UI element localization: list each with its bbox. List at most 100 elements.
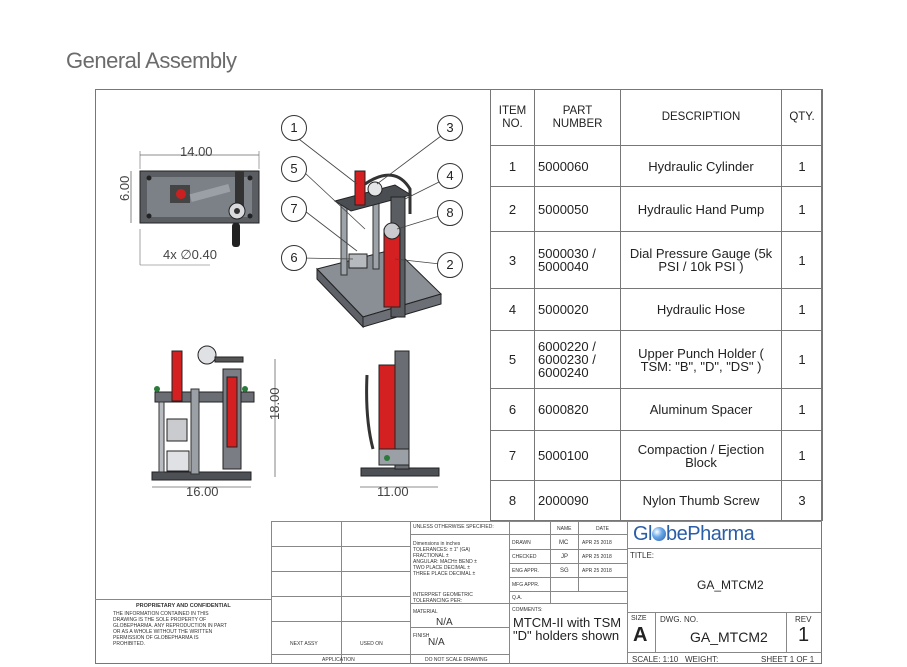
bom-header: ITEM NO. PART NUMBER DESCRIPTION QTY. [490, 89, 823, 146]
dwg-value: GA_MTCM2 [690, 629, 768, 645]
table-row: 8 2000090 Nylon Thumb Screw 3 [490, 480, 823, 521]
scale-label: SCALE: 1:10 [632, 655, 679, 664]
bom-header-item: ITEM NO. [490, 89, 535, 146]
application: APPLICATION [322, 657, 355, 663]
unless-specified: UNLESS OTHERWISE SPECIFIED: [413, 524, 494, 530]
table-row: 4 5000020 Hydraulic Hose 1 [490, 288, 823, 331]
bom-qty: 1 [781, 388, 823, 431]
dim-front-width: 16.00 [186, 484, 219, 499]
size-label: SIZE [631, 615, 647, 622]
qa-label: Q.A. [512, 595, 523, 601]
drawn-label: DRAWN [512, 540, 531, 546]
material-value: N/A [436, 617, 453, 628]
table-row: 6 6000820 Aluminum Spacer 1 [490, 388, 823, 431]
drawn-name: MC [559, 540, 569, 546]
page-title: General Assembly [66, 48, 237, 73]
title-value: GA_MTCM2 [697, 578, 764, 592]
eng-name: SG [560, 568, 569, 574]
front-view [151, 345, 276, 488]
bom-item: 5 [490, 330, 535, 389]
balloon-7: 7 [281, 196, 307, 222]
tol-line-6: THREE PLACE DECIMAL ± [413, 571, 476, 577]
bom-qty: 1 [781, 288, 823, 331]
checked-label: CHECKED [512, 554, 537, 560]
mfg-label: MFG APPR. [512, 582, 540, 588]
dim-front-height: 18.00 [267, 387, 282, 420]
bom-desc: Hydraulic Hand Pump [620, 186, 782, 232]
bom-desc: Hydraulic Hose [620, 288, 782, 331]
comment-text: MTCM-II with TSM "D" holders shown [513, 615, 622, 643]
bom-header-part: PART NUMBER [534, 89, 621, 146]
dim-side-width: 11.00 [377, 484, 409, 499]
geo-1: INTERPRET GEOMETRIC [413, 592, 473, 598]
bom-item: 2 [490, 186, 535, 232]
table-row: 5 6000220 / 6000230 / 6000240 Upper Punc… [490, 330, 823, 389]
prop-text: THE INFORMATION CONTAINED IN THIS DRAWIN… [113, 611, 227, 647]
bom-item: 7 [490, 430, 535, 481]
drawn-date: APR 25 2018 [582, 540, 612, 546]
bom-part: 6000820 [534, 388, 621, 431]
bom-desc: Compaction / Ejection Block [620, 430, 782, 481]
logo-text-b: bePharma [666, 523, 755, 545]
material-label: MATERIAL [413, 609, 438, 615]
bom-qty: 3 [781, 480, 823, 521]
checked-name: JP [561, 554, 569, 560]
globe-icon [652, 527, 666, 541]
eng-date: APR 25 2018 [582, 568, 612, 574]
rev-label: REV [795, 615, 812, 624]
bom-desc: Nylon Thumb Screw [620, 480, 782, 521]
dim-holes: 4x ∅0.40 [163, 247, 217, 262]
balloon-4: 4 [437, 163, 463, 189]
weight-label: WEIGHT: [685, 655, 719, 664]
bom-desc: Hydraulic Cylinder [620, 145, 782, 187]
geo-2: TOLERANCING PER: [413, 598, 463, 604]
bom-qty: 1 [781, 186, 823, 232]
checked-date: APR 25 2018 [582, 554, 612, 560]
date-header: DATE [596, 526, 609, 532]
bom-part: 5000060 [534, 145, 621, 187]
balloon-5: 5 [281, 156, 307, 182]
size-value: A [633, 624, 648, 646]
next-assy: NEXT ASSY [290, 641, 318, 647]
title-label: TITLE: [630, 551, 655, 560]
bom-item: 6 [490, 388, 535, 431]
bom-desc: Aluminum Spacer [620, 388, 782, 431]
bom-header-qty: QTY. [781, 89, 823, 146]
logo-text-a: Gl [633, 523, 653, 545]
bom-part: 5000050 [534, 186, 621, 232]
balloon-2: 2 [437, 252, 463, 278]
bom-item: 3 [490, 231, 535, 289]
bom-qty: 1 [781, 330, 823, 389]
top-view [130, 151, 260, 266]
tol-line-2: TOLERANCES: ± 1" (GA) [413, 547, 471, 553]
bom-item: 8 [490, 480, 535, 521]
balloon-8: 8 [437, 200, 463, 226]
bom-desc: Dial Pressure Gauge (5k PSI / 10k PSI ) [620, 231, 782, 289]
balloon-1: 1 [281, 115, 307, 141]
tol-line-5: TWO PLACE DECIMAL ± [413, 565, 471, 571]
finish-label: FINISH [413, 633, 430, 639]
drawing-views [130, 129, 452, 488]
bom-part: 2000090 [534, 480, 621, 521]
tol-line-3: FRACTIONAL ± [413, 553, 449, 559]
bom-part: 5000030 / 5000040 [534, 231, 621, 289]
table-row: 3 5000030 / 5000040 Dial Pressure Gauge … [490, 231, 823, 289]
dwg-label: DWG. NO. [660, 615, 699, 624]
bom-item: 4 [490, 288, 535, 331]
bom-table: ITEM NO. PART NUMBER DESCRIPTION QTY. 1 … [490, 89, 823, 521]
tol-line-1: Dimensions in inches [413, 541, 461, 547]
bom-part: 5000100 [534, 430, 621, 481]
name-header: NAME [557, 526, 572, 532]
rev-value: 1 [798, 624, 810, 646]
dim-height: 6.00 [117, 175, 132, 201]
tol-line-4: ANGULAR: MACH± BEND ± [413, 559, 477, 565]
bom-part: 6000220 / 6000230 / 6000240 [534, 330, 621, 389]
balloon-6: 6 [281, 245, 307, 271]
bom-part: 5000020 [534, 288, 621, 331]
bom-header-desc: DESCRIPTION [620, 89, 782, 146]
bom-item: 1 [490, 145, 535, 187]
globepharma-logo: Gl bePharma [633, 523, 755, 546]
no-scale: DO NOT SCALE DRAWING [425, 657, 488, 663]
bom-desc: Upper Punch Holder ( TSM: "B", "D", "DS"… [620, 330, 782, 389]
side-view [360, 350, 440, 488]
